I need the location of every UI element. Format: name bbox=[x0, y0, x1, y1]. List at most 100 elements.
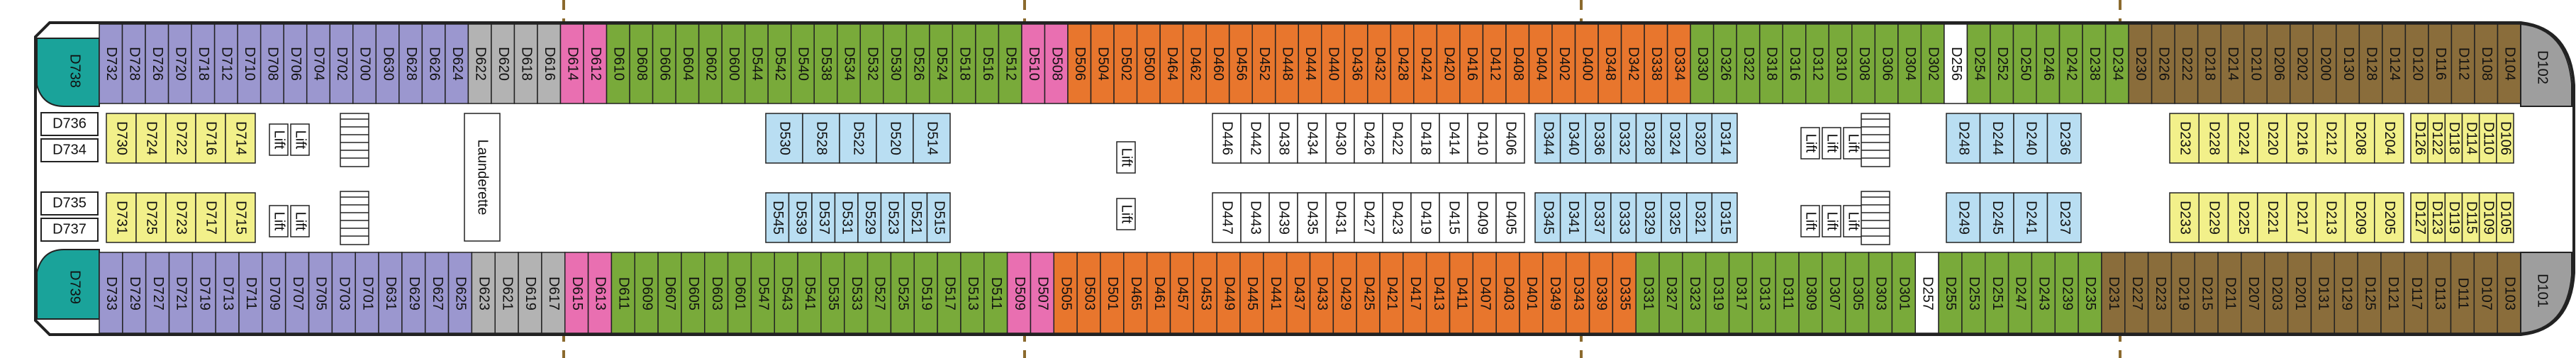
cabin-D212[interactable] bbox=[2315, 113, 2346, 164]
cabin-D529[interactable] bbox=[857, 192, 882, 243]
cabin-D252[interactable] bbox=[1990, 23, 2014, 104]
cabin-D114[interactable] bbox=[2461, 113, 2480, 164]
cabin-D457[interactable] bbox=[1169, 252, 1195, 334]
cabin-D102[interactable] bbox=[2520, 23, 2572, 107]
cabin-D234[interactable] bbox=[2104, 23, 2129, 104]
cabin-D707[interactable] bbox=[284, 252, 310, 334]
cabin-D320[interactable] bbox=[1686, 113, 1713, 164]
cabin-D243[interactable] bbox=[2031, 252, 2056, 334]
cabin-D720[interactable] bbox=[167, 23, 192, 104]
cabin-D331[interactable] bbox=[1635, 252, 1660, 334]
cabin-D315[interactable] bbox=[1711, 192, 1738, 243]
cabin-D131[interactable] bbox=[2310, 252, 2336, 334]
cabin-D341[interactable] bbox=[1559, 192, 1586, 243]
cabin-D530[interactable] bbox=[765, 113, 803, 164]
cabin-D244[interactable] bbox=[1979, 113, 2014, 164]
cabin-D439[interactable] bbox=[1269, 192, 1298, 243]
cabin-D434[interactable] bbox=[1297, 113, 1327, 164]
cabin-D721[interactable] bbox=[168, 252, 194, 334]
cabin-D537[interactable] bbox=[811, 192, 836, 243]
cabin-D104[interactable] bbox=[2497, 23, 2521, 104]
cabin-D103[interactable] bbox=[2497, 252, 2521, 334]
cabin-D209[interactable] bbox=[2344, 192, 2375, 243]
cabin-D620[interactable] bbox=[491, 23, 515, 104]
cabin-D119[interactable] bbox=[2444, 192, 2463, 243]
cabin-D330[interactable] bbox=[1690, 23, 1714, 104]
cabin-D623[interactable] bbox=[471, 252, 496, 334]
cabin-D228[interactable] bbox=[2198, 113, 2229, 164]
cabin-D206[interactable] bbox=[2266, 23, 2291, 104]
cabin-D449[interactable] bbox=[1216, 252, 1241, 334]
cabin-D240[interactable] bbox=[2013, 113, 2048, 164]
cabin-D503[interactable] bbox=[1076, 252, 1101, 334]
cabin-D448[interactable] bbox=[1274, 23, 1299, 104]
cabin-D238[interactable] bbox=[2082, 23, 2107, 104]
cabin-D413[interactable] bbox=[1425, 252, 1451, 334]
cabin-D452[interactable] bbox=[1251, 23, 1276, 104]
cabin-D307[interactable] bbox=[1822, 252, 1846, 334]
cabin-D444[interactable] bbox=[1298, 23, 1322, 104]
cabin-D220[interactable] bbox=[2257, 113, 2287, 164]
cabin-D418[interactable] bbox=[1410, 113, 1440, 164]
cabin-D604[interactable] bbox=[675, 23, 700, 104]
cabin-D127[interactable] bbox=[2410, 192, 2429, 243]
cabin-D301[interactable] bbox=[1891, 252, 1917, 334]
cabin-D539[interactable] bbox=[788, 192, 813, 243]
cabin-D223[interactable] bbox=[2147, 252, 2173, 334]
cabin-D526[interactable] bbox=[905, 23, 930, 104]
cabin-D257[interactable] bbox=[1914, 252, 1939, 334]
cabin-D416[interactable] bbox=[1459, 23, 1484, 104]
cabin-D606[interactable] bbox=[652, 23, 676, 104]
cabin-D426[interactable] bbox=[1354, 113, 1383, 164]
cabin-D713[interactable] bbox=[215, 252, 240, 334]
cabin-D336[interactable] bbox=[1585, 113, 1612, 164]
cabin-D447[interactable] bbox=[1212, 192, 1242, 243]
cabin-D414[interactable] bbox=[1439, 113, 1468, 164]
cabin-D128[interactable] bbox=[2358, 23, 2383, 104]
cabin-D726[interactable] bbox=[145, 23, 169, 104]
cabin-D527[interactable] bbox=[866, 252, 892, 334]
cabin-D246[interactable] bbox=[2036, 23, 2061, 104]
cabin-D236[interactable] bbox=[2046, 113, 2082, 164]
cabin-D328[interactable] bbox=[1635, 113, 1662, 164]
cabin-D323[interactable] bbox=[1682, 252, 1707, 334]
cabin-D511[interactable] bbox=[983, 252, 1008, 334]
cabin-D404[interactable] bbox=[1528, 23, 1553, 104]
cabin-D702[interactable] bbox=[329, 23, 354, 104]
cabin-D120[interactable] bbox=[2404, 23, 2429, 104]
cabin-D430[interactable] bbox=[1325, 113, 1355, 164]
cabin-D602[interactable] bbox=[698, 23, 723, 104]
cabin-D106[interactable] bbox=[2496, 113, 2514, 164]
cabin-D611[interactable] bbox=[610, 252, 635, 334]
cabin-D453[interactable] bbox=[1193, 252, 1217, 334]
cabin-D233[interactable] bbox=[2169, 192, 2199, 243]
cabin-D544[interactable] bbox=[744, 23, 769, 104]
cabin-D436[interactable] bbox=[1344, 23, 1368, 104]
cabin-D407[interactable] bbox=[1472, 252, 1497, 334]
cabin-D327[interactable] bbox=[1658, 252, 1683, 334]
cabin-D460[interactable] bbox=[1205, 23, 1230, 104]
cabin-D704[interactable] bbox=[306, 23, 330, 104]
cabin-D411[interactable] bbox=[1449, 252, 1474, 334]
cabin-D408[interactable] bbox=[1505, 23, 1530, 104]
cabin-D607[interactable] bbox=[657, 252, 682, 334]
cabin-D207[interactable] bbox=[2241, 252, 2265, 334]
cabin-D610[interactable] bbox=[606, 23, 630, 104]
cabin-D438[interactable] bbox=[1269, 113, 1298, 164]
cabin-D232[interactable] bbox=[2169, 113, 2199, 164]
cabin-D443[interactable] bbox=[1240, 192, 1270, 243]
cabin-D326[interactable] bbox=[1712, 23, 1737, 104]
cabin-D424[interactable] bbox=[1413, 23, 1438, 104]
cabin-D115[interactable] bbox=[2461, 192, 2480, 243]
cabin-D624[interactable] bbox=[445, 23, 469, 104]
cabin-D410[interactable] bbox=[1467, 113, 1497, 164]
cabin-D105[interactable] bbox=[2496, 192, 2514, 243]
cabin-D732[interactable] bbox=[99, 23, 123, 104]
cabin-D334[interactable] bbox=[1666, 23, 1691, 104]
cabin-D619[interactable] bbox=[518, 252, 542, 334]
cabin-D214[interactable] bbox=[2220, 23, 2245, 104]
cabin-D722[interactable] bbox=[165, 113, 196, 164]
cabin-D545[interactable] bbox=[765, 192, 790, 243]
cabin-D256[interactable] bbox=[1944, 23, 1968, 104]
cabin-D714[interactable] bbox=[225, 113, 256, 164]
